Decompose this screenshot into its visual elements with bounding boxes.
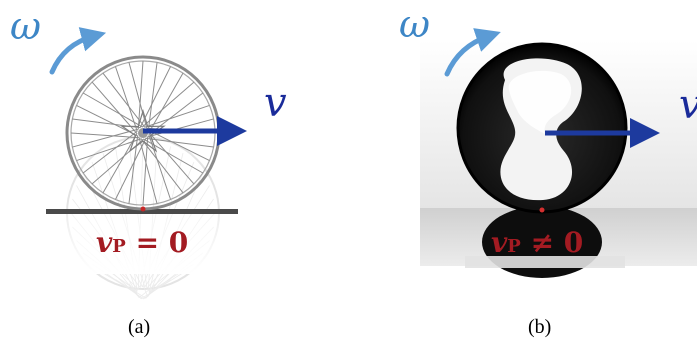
caption-a: (a) [128, 316, 150, 339]
velocity-label-a: v [264, 80, 287, 126]
water-droplet [458, 44, 626, 212]
wheel-diagram [0, 0, 345, 342]
contact-point-b [540, 208, 545, 213]
velocity-label-b: v [679, 82, 697, 128]
contact-point-a [141, 207, 146, 212]
contact-condition-b: vP ≠ 0 [491, 226, 583, 259]
wheel-spoke [143, 137, 148, 205]
omega-label-a: ω [10, 4, 41, 48]
droplet-diagram [345, 0, 697, 342]
omega-label-b: ω [399, 2, 430, 46]
contact-condition-a: vP = 0 [96, 226, 188, 259]
caption-b: (b) [528, 316, 551, 339]
rotation-arrow-a [52, 36, 94, 72]
panel-a-bicycle-wheel: ω v vP = 0 (a) [0, 0, 345, 342]
wheel-spoke [71, 133, 139, 138]
panel-b-rolling-droplet: ω v vP ≠ 0 (b) [345, 0, 697, 342]
